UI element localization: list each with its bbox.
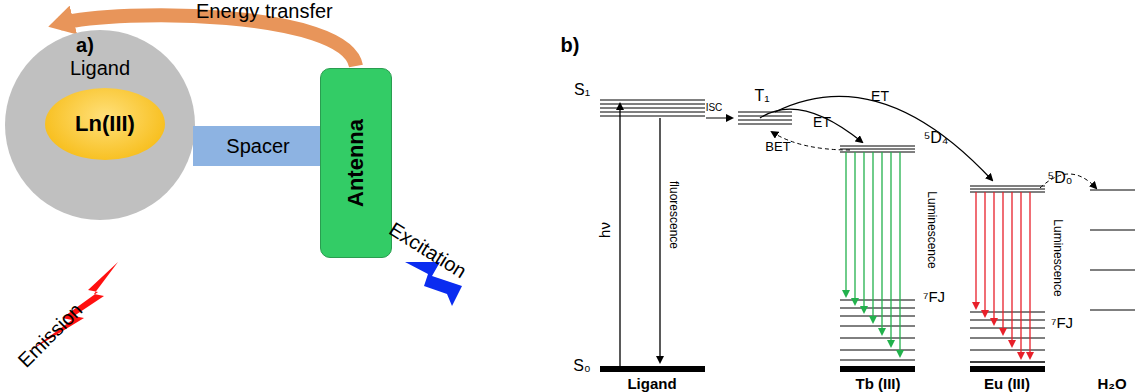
node-label: Ligand [70,57,130,80]
annotation-label: Luminescence [1052,219,1064,296]
annotation-label: BET [765,140,790,153]
annotation-label: hν [597,222,612,238]
annotation-label: ⁵D₀ [1048,170,1073,186]
antenna-box: Antenna [320,68,392,258]
annotation-label: ET [813,115,831,129]
energy-level-diagram [600,96,1096,372]
annotation-label: a) [76,35,94,55]
annotation-label: ⁷FJ [923,289,945,304]
lanthanide-ion: Ln(III) [45,88,165,160]
ligand-circle: LigandLn(III) [5,30,195,220]
annotation-label: ⁵D₄ [924,130,949,146]
annotation-label: Emission [14,299,86,371]
annotation-label: H₂O [1097,376,1126,391]
edge-label: Energy transfer [196,0,333,23]
node-label: Spacer [226,135,289,158]
spacer-band: Spacer [193,126,323,166]
annotation-label: S₁ [574,82,590,98]
level-lines [600,100,1135,362]
annotation-label: ⁷FJ [1051,315,1073,330]
annotation-label: b) [561,35,580,55]
annotation-label: Tb (III) [856,376,901,391]
annotation-label: S₀ [573,358,590,374]
node-label: Ln(III) [75,111,135,137]
annotation-label: T₁ [754,88,769,104]
annotation-label: Luminescence [926,191,938,268]
annotation-label: fluorescence [668,181,680,249]
annotation-label: Ligand [627,376,676,391]
annotation-label: Eu (III) [984,376,1030,391]
node-label: Antenna [343,119,369,207]
annotation-label: ISC [706,103,723,113]
annotation-label: ET [871,89,889,103]
